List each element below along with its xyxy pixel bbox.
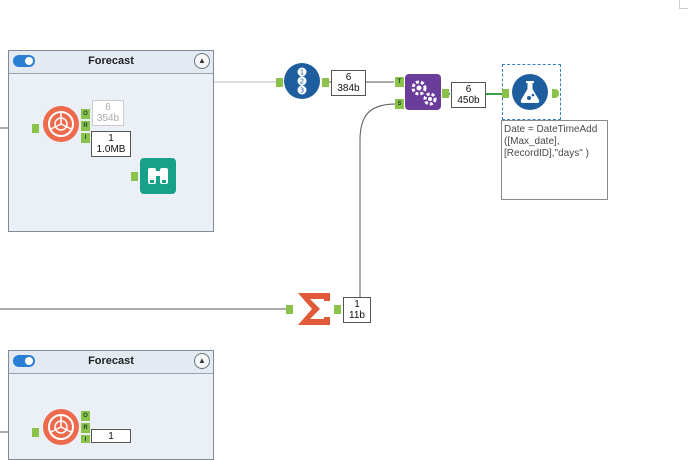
summarize-output-badge: 1 11b	[343, 297, 371, 323]
container-title: Forecast	[88, 355, 134, 367]
forecast-input-anchor[interactable]	[32, 428, 39, 437]
output-badge: 1	[91, 429, 131, 443]
forecast-anchor-o[interactable]: O	[81, 411, 90, 421]
sigma-icon	[298, 293, 330, 325]
summarize-tool[interactable]	[296, 291, 332, 327]
forecast-anchor-o[interactable]: O	[81, 109, 90, 119]
union-output-anchor[interactable]	[322, 78, 329, 87]
badge-rows: 1	[354, 299, 360, 310]
collapse-icon[interactable]: ▲	[194, 53, 210, 69]
forecast-anchor-i[interactable]: I	[81, 133, 90, 143]
union-tool[interactable]: 1 2 3	[284, 63, 320, 99]
gears-icon	[411, 80, 437, 106]
forecast-anchor-i[interactable]: I	[81, 435, 90, 443]
formula-input-anchor[interactable]	[502, 89, 509, 98]
union-output-badge: 6 384b	[331, 70, 366, 96]
forecast-tool[interactable]	[43, 409, 79, 445]
container-toggle[interactable]	[13, 55, 35, 67]
summarize-input-anchor[interactable]	[286, 305, 293, 314]
canvas-corner	[679, 0, 688, 9]
badge-size: 1.0MB	[96, 144, 126, 155]
container-title: Forecast	[88, 55, 134, 67]
numbered-list-icon: 1 2 3	[297, 67, 307, 95]
svg-text:3: 3	[300, 87, 304, 95]
formula-output-anchor[interactable]	[552, 89, 559, 98]
badge-rows: 6	[345, 72, 352, 83]
forecast-container-bottom[interactable]: Forecast ▲	[8, 350, 214, 460]
badge-rows: 6	[105, 102, 111, 113]
badge-size: 384b	[337, 83, 360, 94]
badge-size: 354b	[96, 113, 120, 124]
binoculars-icon	[148, 168, 168, 184]
svg-text:2: 2	[300, 78, 304, 86]
browse-tool[interactable]	[140, 158, 176, 194]
output-badge: 1 1.0MB	[91, 131, 131, 157]
forecast-icon	[48, 111, 74, 137]
append-output-badge: 6 450b	[451, 82, 486, 108]
container-toggle[interactable]	[13, 355, 35, 367]
formula-annotation: Date = DateTimeAdd ([Max_date], [RecordI…	[501, 120, 608, 200]
collapse-icon[interactable]: ▲	[194, 353, 210, 369]
append-output-anchor[interactable]	[442, 89, 449, 98]
badge-rows: 1	[108, 431, 114, 442]
append-anchor-s[interactable]: S	[395, 99, 404, 109]
union-input-anchor[interactable]	[276, 78, 283, 87]
container-header[interactable]: Forecast ▲	[9, 51, 213, 74]
container-header[interactable]: Forecast ▲	[9, 351, 213, 374]
flask-icon	[520, 81, 540, 103]
browse-input-anchor[interactable]	[131, 172, 138, 181]
badge-size: 11b	[349, 310, 365, 321]
forecast-anchor-r[interactable]: R	[81, 423, 90, 433]
wire-summarize-to-append	[359, 103, 397, 298]
formula-tool[interactable]	[512, 74, 548, 110]
badge-rows: 6	[465, 84, 472, 95]
forecast-tool[interactable]	[43, 106, 79, 142]
forecast-anchor-r[interactable]: R	[81, 121, 90, 131]
forecast-input-anchor[interactable]	[32, 124, 39, 133]
badge-size: 450b	[457, 95, 480, 106]
summarize-output-anchor[interactable]	[334, 305, 341, 314]
output-badge-dim: 6 354b	[92, 100, 124, 126]
append-tool[interactable]	[405, 74, 441, 110]
forecast-icon	[48, 414, 74, 440]
svg-text:1: 1	[300, 69, 304, 77]
badge-rows: 1	[108, 133, 114, 144]
append-anchor-t[interactable]: T	[395, 77, 404, 87]
